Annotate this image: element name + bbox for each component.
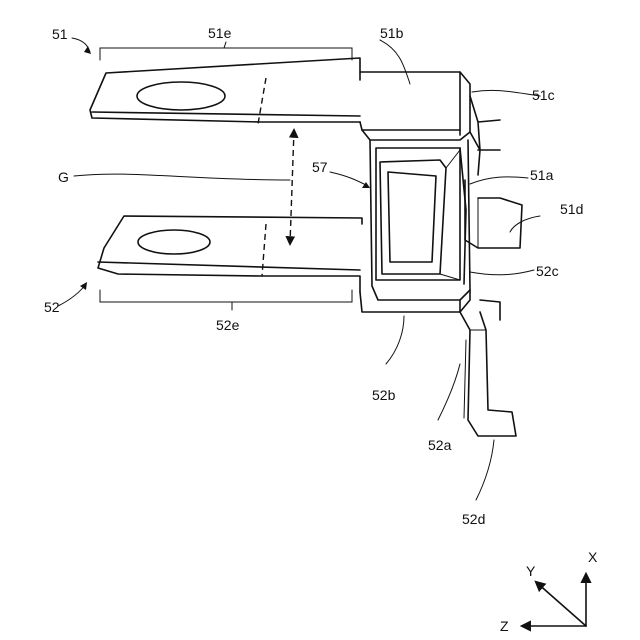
label-57: 57	[312, 159, 328, 175]
upper-lug-front-edge	[92, 112, 360, 116]
upper-side-leg-51c	[470, 96, 500, 150]
upper-lug-hole	[137, 82, 225, 110]
label-g: G	[58, 169, 69, 185]
arrow-51	[84, 46, 91, 54]
axis-label-x: X	[588, 549, 598, 565]
lower-lug-front-edge	[98, 262, 360, 270]
lower-lug-fold-line	[262, 224, 266, 276]
lower-lug	[98, 216, 362, 292]
label-51: 51	[52, 26, 68, 42]
upper-foot-51d	[465, 180, 522, 248]
arrow-57	[362, 182, 370, 188]
arrow-52	[80, 282, 87, 290]
leader-lines	[58, 38, 540, 500]
gap-dimension-line	[290, 130, 294, 244]
label-52e: 52e	[216, 317, 240, 333]
label-52c: 52c	[536, 263, 559, 279]
upper-lug-fold-line	[258, 78, 266, 124]
axis-label-z: Z	[500, 618, 509, 634]
label-51a: 51a	[530, 167, 554, 183]
label-52b: 52b	[372, 387, 396, 403]
label-52a: 52a	[428, 437, 452, 453]
bracket-52e	[100, 290, 352, 302]
lower-leg-52a	[460, 312, 516, 436]
label-51d: 51d	[560, 201, 583, 217]
lower-lug-hole	[138, 230, 210, 254]
axis-label-y: Y	[526, 563, 536, 579]
label-51c: 51c	[532, 87, 555, 103]
label-51e: 51e	[208, 25, 232, 41]
label-51b: 51b	[380, 25, 404, 41]
bracket-51e	[100, 48, 352, 60]
label-52: 52	[44, 299, 60, 315]
lower-body-52b	[360, 290, 470, 312]
connector-housing-57	[370, 140, 470, 300]
coordinate-axes	[522, 574, 586, 626]
label-52d: 52d	[462, 511, 485, 527]
lower-terminal-52	[98, 216, 516, 436]
